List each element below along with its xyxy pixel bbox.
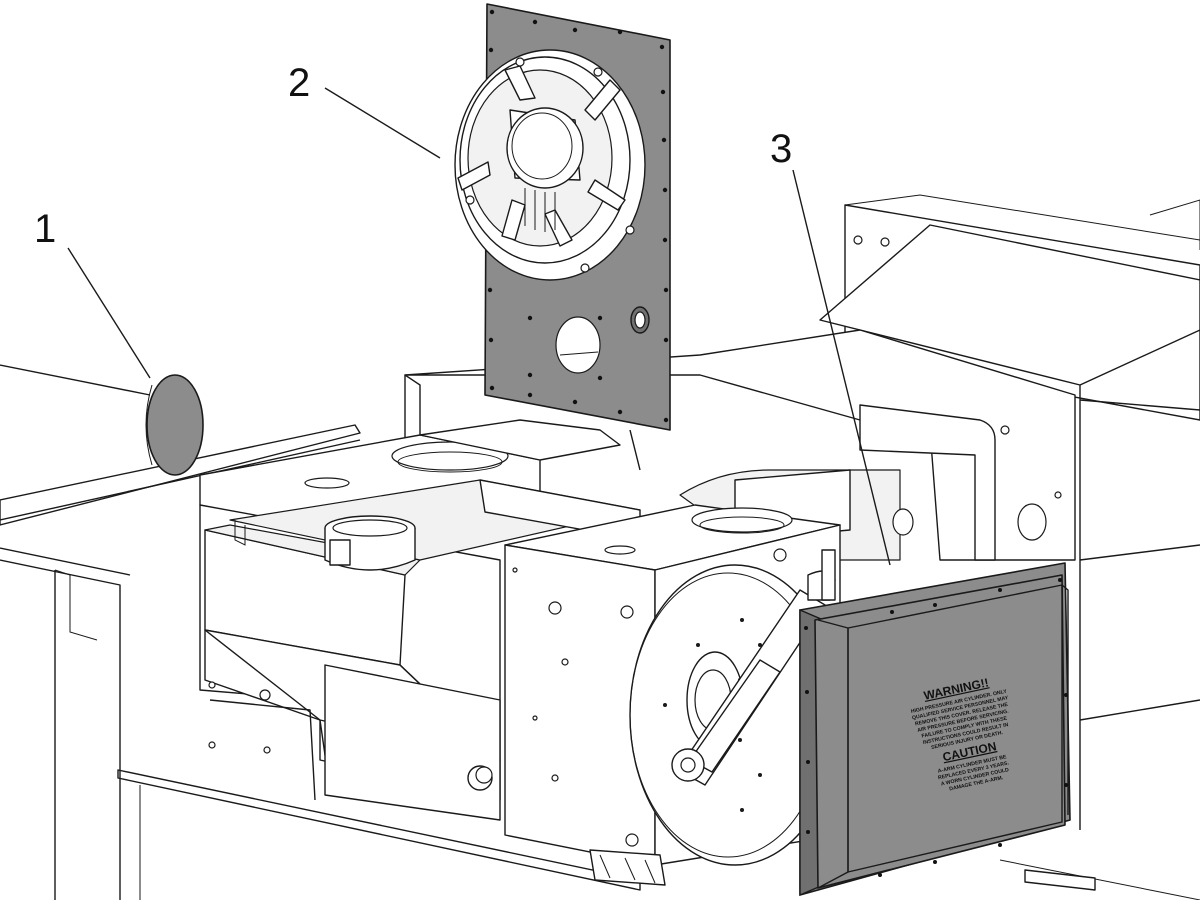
warning-text: HIGH PRESSURE AIR CYLINDER. ONLYQUALIFIE… — [910, 689, 1009, 751]
part-1-disc — [145, 374, 204, 476]
part-2-fan-plate — [454, 3, 671, 431]
callout-numbers: 1 2 3 — [34, 61, 792, 251]
drum-housing — [504, 504, 841, 886]
leader-lines — [67, 87, 891, 566]
part-3-cover — [799, 562, 1071, 897]
leader-line-3 — [792, 169, 891, 566]
left-chute — [199, 479, 641, 821]
callout-3: 3 — [770, 127, 792, 171]
callout-2: 2 — [288, 61, 310, 105]
leader-line-2 — [324, 87, 441, 159]
cabinet-frame — [0, 194, 1200, 900]
leader-line-1 — [67, 247, 151, 379]
callout-1: 1 — [34, 207, 56, 251]
